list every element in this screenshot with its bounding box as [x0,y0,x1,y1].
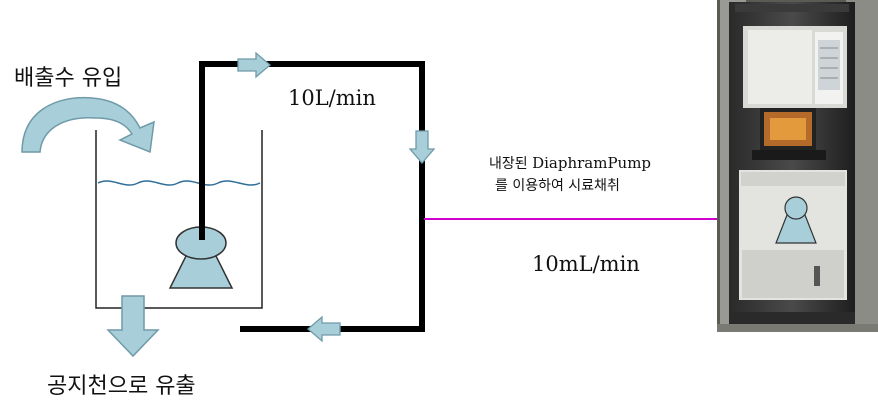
pump-description-prefix: 내장된 [489,156,533,172]
pump-name: DiaphramPump [532,154,652,172]
outflow-label: 공지천으로 유출 [47,374,196,399]
water-surface [97,180,261,186]
flow-arrow-right [237,51,271,79]
outflow-arrow [106,295,160,358]
flow-arrow-left [307,315,341,343]
analyzer-photo [717,0,878,332]
main-flow-rate-label: 10L/min [288,86,376,110]
pump-description-line1: 내장된 DiaphramPump [489,153,651,173]
flow-arrow-down [408,130,436,164]
sample-flow-rate-label: 10mL/min [532,252,640,276]
main-pipe [199,61,425,332]
pump-description-line2: 를 이용하여 시료채취 [495,178,620,194]
inflow-curved-arrow [21,96,155,154]
tank [95,130,263,309]
inflow-label: 배출수 유입 [14,66,123,91]
